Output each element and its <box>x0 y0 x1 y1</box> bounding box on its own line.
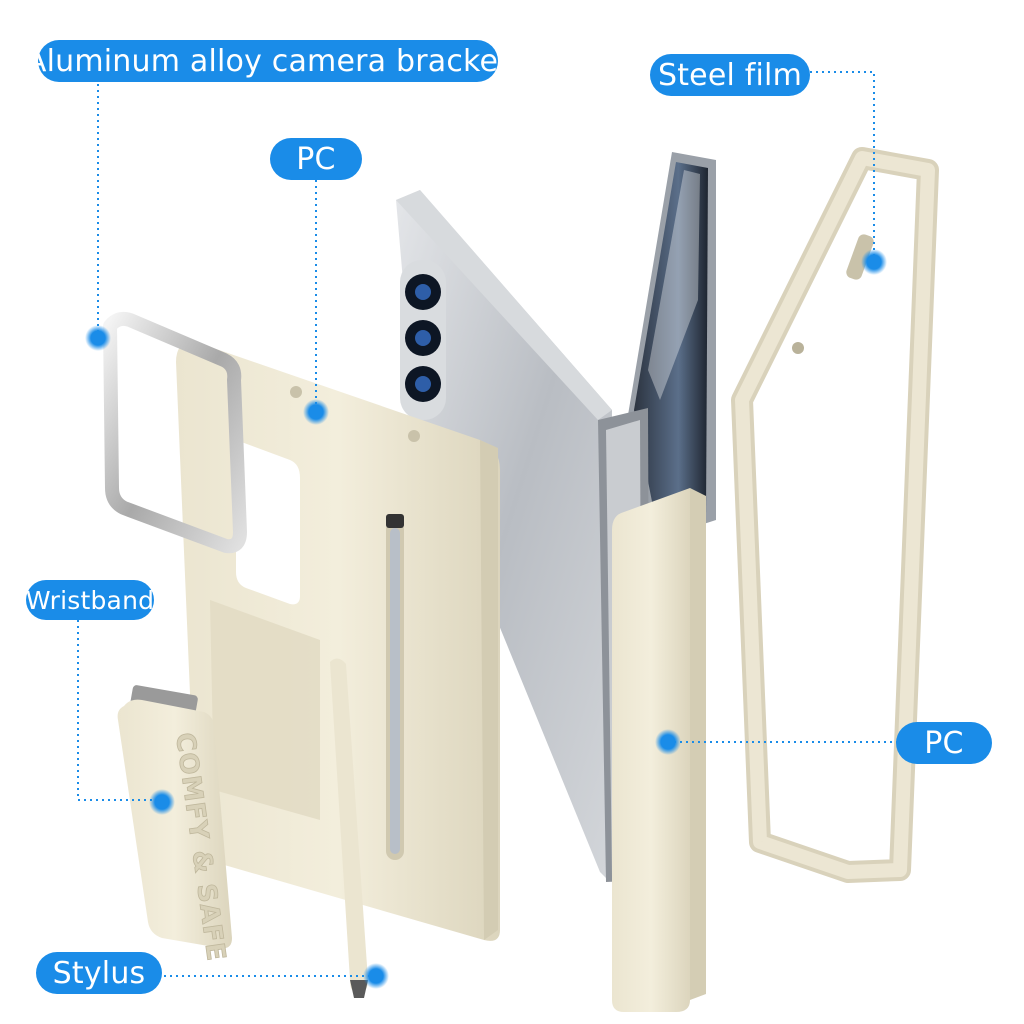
back-case <box>176 341 500 941</box>
side-cover <box>612 488 706 1012</box>
marker-dot-pc-back <box>303 399 329 425</box>
marker-dot-wristband <box>149 789 175 815</box>
wristband: COMFY & SAFE <box>117 685 232 964</box>
marker-dot-steel-film <box>861 249 887 275</box>
label-steel-film: Steel film <box>650 54 810 96</box>
marker-dot-stylus <box>363 963 389 989</box>
label-stylus: Stylus <box>36 952 162 994</box>
camera-bracket <box>103 311 247 554</box>
marker-dot-pc-side <box>655 729 681 755</box>
marker-dots <box>85 249 887 989</box>
label-pc-side: PC <box>896 722 992 764</box>
marker-dot-bracket <box>85 325 111 351</box>
label-pc-back: PC <box>270 138 362 180</box>
leader-lines <box>77 71 898 977</box>
phone <box>396 152 716 882</box>
label-camera-bracket: Aluminum alloy camera bracket <box>26 40 510 82</box>
stylus <box>330 658 368 998</box>
label-wristband: Wristband <box>26 580 154 620</box>
right-frame <box>731 147 939 883</box>
